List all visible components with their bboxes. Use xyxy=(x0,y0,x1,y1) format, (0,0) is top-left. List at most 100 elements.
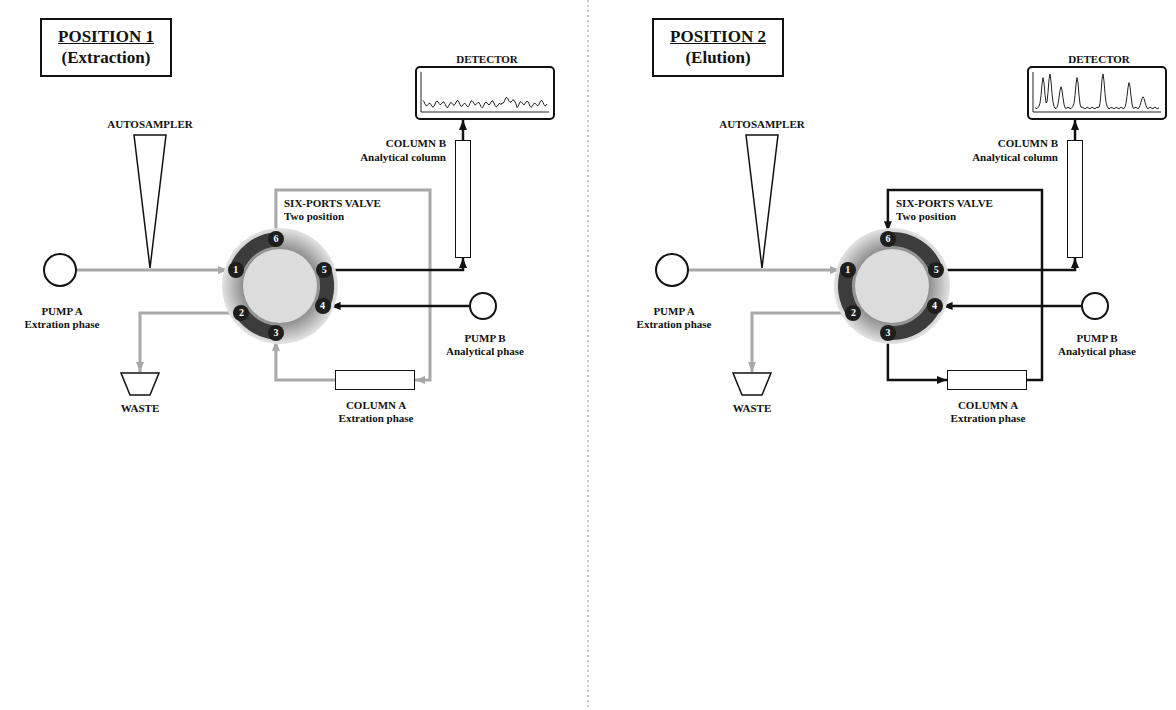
port-number: 2 xyxy=(239,308,244,318)
component-label: COLUMN B xyxy=(386,137,446,150)
valve-port: 6 xyxy=(880,231,896,247)
pump-symbol: PUMP BAnalytical phase xyxy=(469,292,497,320)
port-number: 6 xyxy=(273,234,278,244)
detector-signal xyxy=(1035,74,1159,109)
flow-line xyxy=(888,341,947,380)
pump-symbol: PUMP AExtration phase xyxy=(43,253,77,287)
valve-port: 1 xyxy=(228,262,244,278)
port-number: 3 xyxy=(273,328,278,338)
flow-line xyxy=(944,258,1075,270)
component-label: PUMP B xyxy=(1076,332,1117,345)
autosampler-outline xyxy=(746,135,778,268)
port-number: 6 xyxy=(885,234,890,244)
extraction-column: COLUMN AExtration phase xyxy=(947,370,1027,390)
component-label: SIX-PORTS VALVE xyxy=(896,197,993,210)
flow-line xyxy=(943,305,1081,308)
autosampler-triangle xyxy=(134,135,166,268)
waste-outline xyxy=(732,372,772,396)
valve-port: 3 xyxy=(880,325,896,341)
component-sublabel: Two position xyxy=(896,210,956,223)
component-label: AUTOSAMPLER xyxy=(719,118,804,131)
detector-trace xyxy=(1033,72,1161,112)
component-label: COLUMN A xyxy=(958,399,1018,412)
component-label: WASTE xyxy=(733,402,772,415)
port-number: 4 xyxy=(932,301,937,311)
port-number: 4 xyxy=(320,301,325,311)
flow-line xyxy=(331,305,469,308)
detector-signal xyxy=(423,98,547,108)
flow-line xyxy=(276,341,335,380)
port-number: 2 xyxy=(851,308,856,318)
component-sublabel: Extration phase xyxy=(951,412,1026,425)
analytical-column: COLUMN BAnalytical column xyxy=(1067,140,1083,258)
valve-port: 3 xyxy=(268,325,284,341)
autosampler-outline xyxy=(134,135,166,268)
detector-axes xyxy=(421,72,549,112)
valve-port: 4 xyxy=(927,298,943,314)
analytical-column: COLUMN BAnalytical column xyxy=(455,140,471,258)
valve-port: 5 xyxy=(928,262,944,278)
autosampler-symbol: AUTOSAMPLER xyxy=(134,135,166,268)
valve-port: 5 xyxy=(316,262,332,278)
component-label: PUMP A xyxy=(41,305,82,318)
autosampler-triangle xyxy=(746,135,778,268)
component-label: PUMP B xyxy=(464,332,505,345)
flow-line xyxy=(77,269,228,272)
port-number: 1 xyxy=(845,265,850,275)
flow-line xyxy=(1074,120,1077,140)
detector-box: DETECTOR xyxy=(1027,66,1167,120)
valve-port: 6 xyxy=(268,231,284,247)
valve-ring xyxy=(222,228,338,344)
component-label: WASTE xyxy=(121,402,160,415)
port-number: 5 xyxy=(934,265,939,275)
position-title-box: POSITION 1(Extraction) xyxy=(40,18,172,77)
position-heading: POSITION 2 xyxy=(670,26,766,47)
component-label: DETECTOR xyxy=(456,53,518,66)
detector-trace xyxy=(421,72,549,112)
component-label: SIX-PORTS VALVE xyxy=(284,197,381,210)
component-sublabel: Extration phase xyxy=(637,318,712,331)
position-heading: POSITION 1 xyxy=(58,26,154,47)
valve-rotor xyxy=(243,249,317,323)
component-sublabel: Extration phase xyxy=(339,412,414,425)
detector-box: DETECTOR xyxy=(415,66,555,120)
component-sublabel: Analytical column xyxy=(972,151,1058,164)
waste-container: WASTE xyxy=(120,372,160,396)
extraction-column: COLUMN AExtration phase xyxy=(335,370,415,390)
flow-line xyxy=(462,120,465,140)
component-sublabel: Analytical column xyxy=(360,151,446,164)
port-number: 3 xyxy=(885,328,890,338)
waste-container: WASTE xyxy=(732,372,772,396)
port-number: 1 xyxy=(233,265,238,275)
position-subtitle: (Elution) xyxy=(670,47,766,68)
component-label: DETECTOR xyxy=(1068,53,1130,66)
component-label: COLUMN A xyxy=(346,399,406,412)
port-number: 5 xyxy=(322,265,327,275)
autosampler-symbol: AUTOSAMPLER xyxy=(746,135,778,268)
six-port-valve: SIX-PORTS VALVETwo position123456 xyxy=(222,228,338,344)
six-port-valve: SIX-PORTS VALVETwo position123456 xyxy=(834,228,950,344)
waste-trapezoid xyxy=(733,373,771,395)
position-title-box: POSITION 2(Elution) xyxy=(652,18,784,77)
flow-line xyxy=(332,258,463,270)
panel-divider xyxy=(588,0,589,710)
component-sublabel: Analytical phase xyxy=(446,345,524,358)
component-sublabel: Analytical phase xyxy=(1058,345,1136,358)
component-label: AUTOSAMPLER xyxy=(107,118,192,131)
valve-port: 1 xyxy=(840,262,856,278)
position-subtitle: (Extraction) xyxy=(58,47,154,68)
pump-symbol: PUMP BAnalytical phase xyxy=(1081,292,1109,320)
valve-ring xyxy=(834,228,950,344)
waste-outline xyxy=(120,372,160,396)
waste-trapezoid xyxy=(121,373,159,395)
component-label: PUMP A xyxy=(653,305,694,318)
component-sublabel: Two position xyxy=(284,210,344,223)
component-sublabel: Extration phase xyxy=(25,318,100,331)
flow-line xyxy=(140,313,233,372)
flow-line xyxy=(689,269,840,272)
valve-rotor xyxy=(855,249,929,323)
component-label: COLUMN B xyxy=(998,137,1058,150)
pump-symbol: PUMP AExtration phase xyxy=(655,253,689,287)
